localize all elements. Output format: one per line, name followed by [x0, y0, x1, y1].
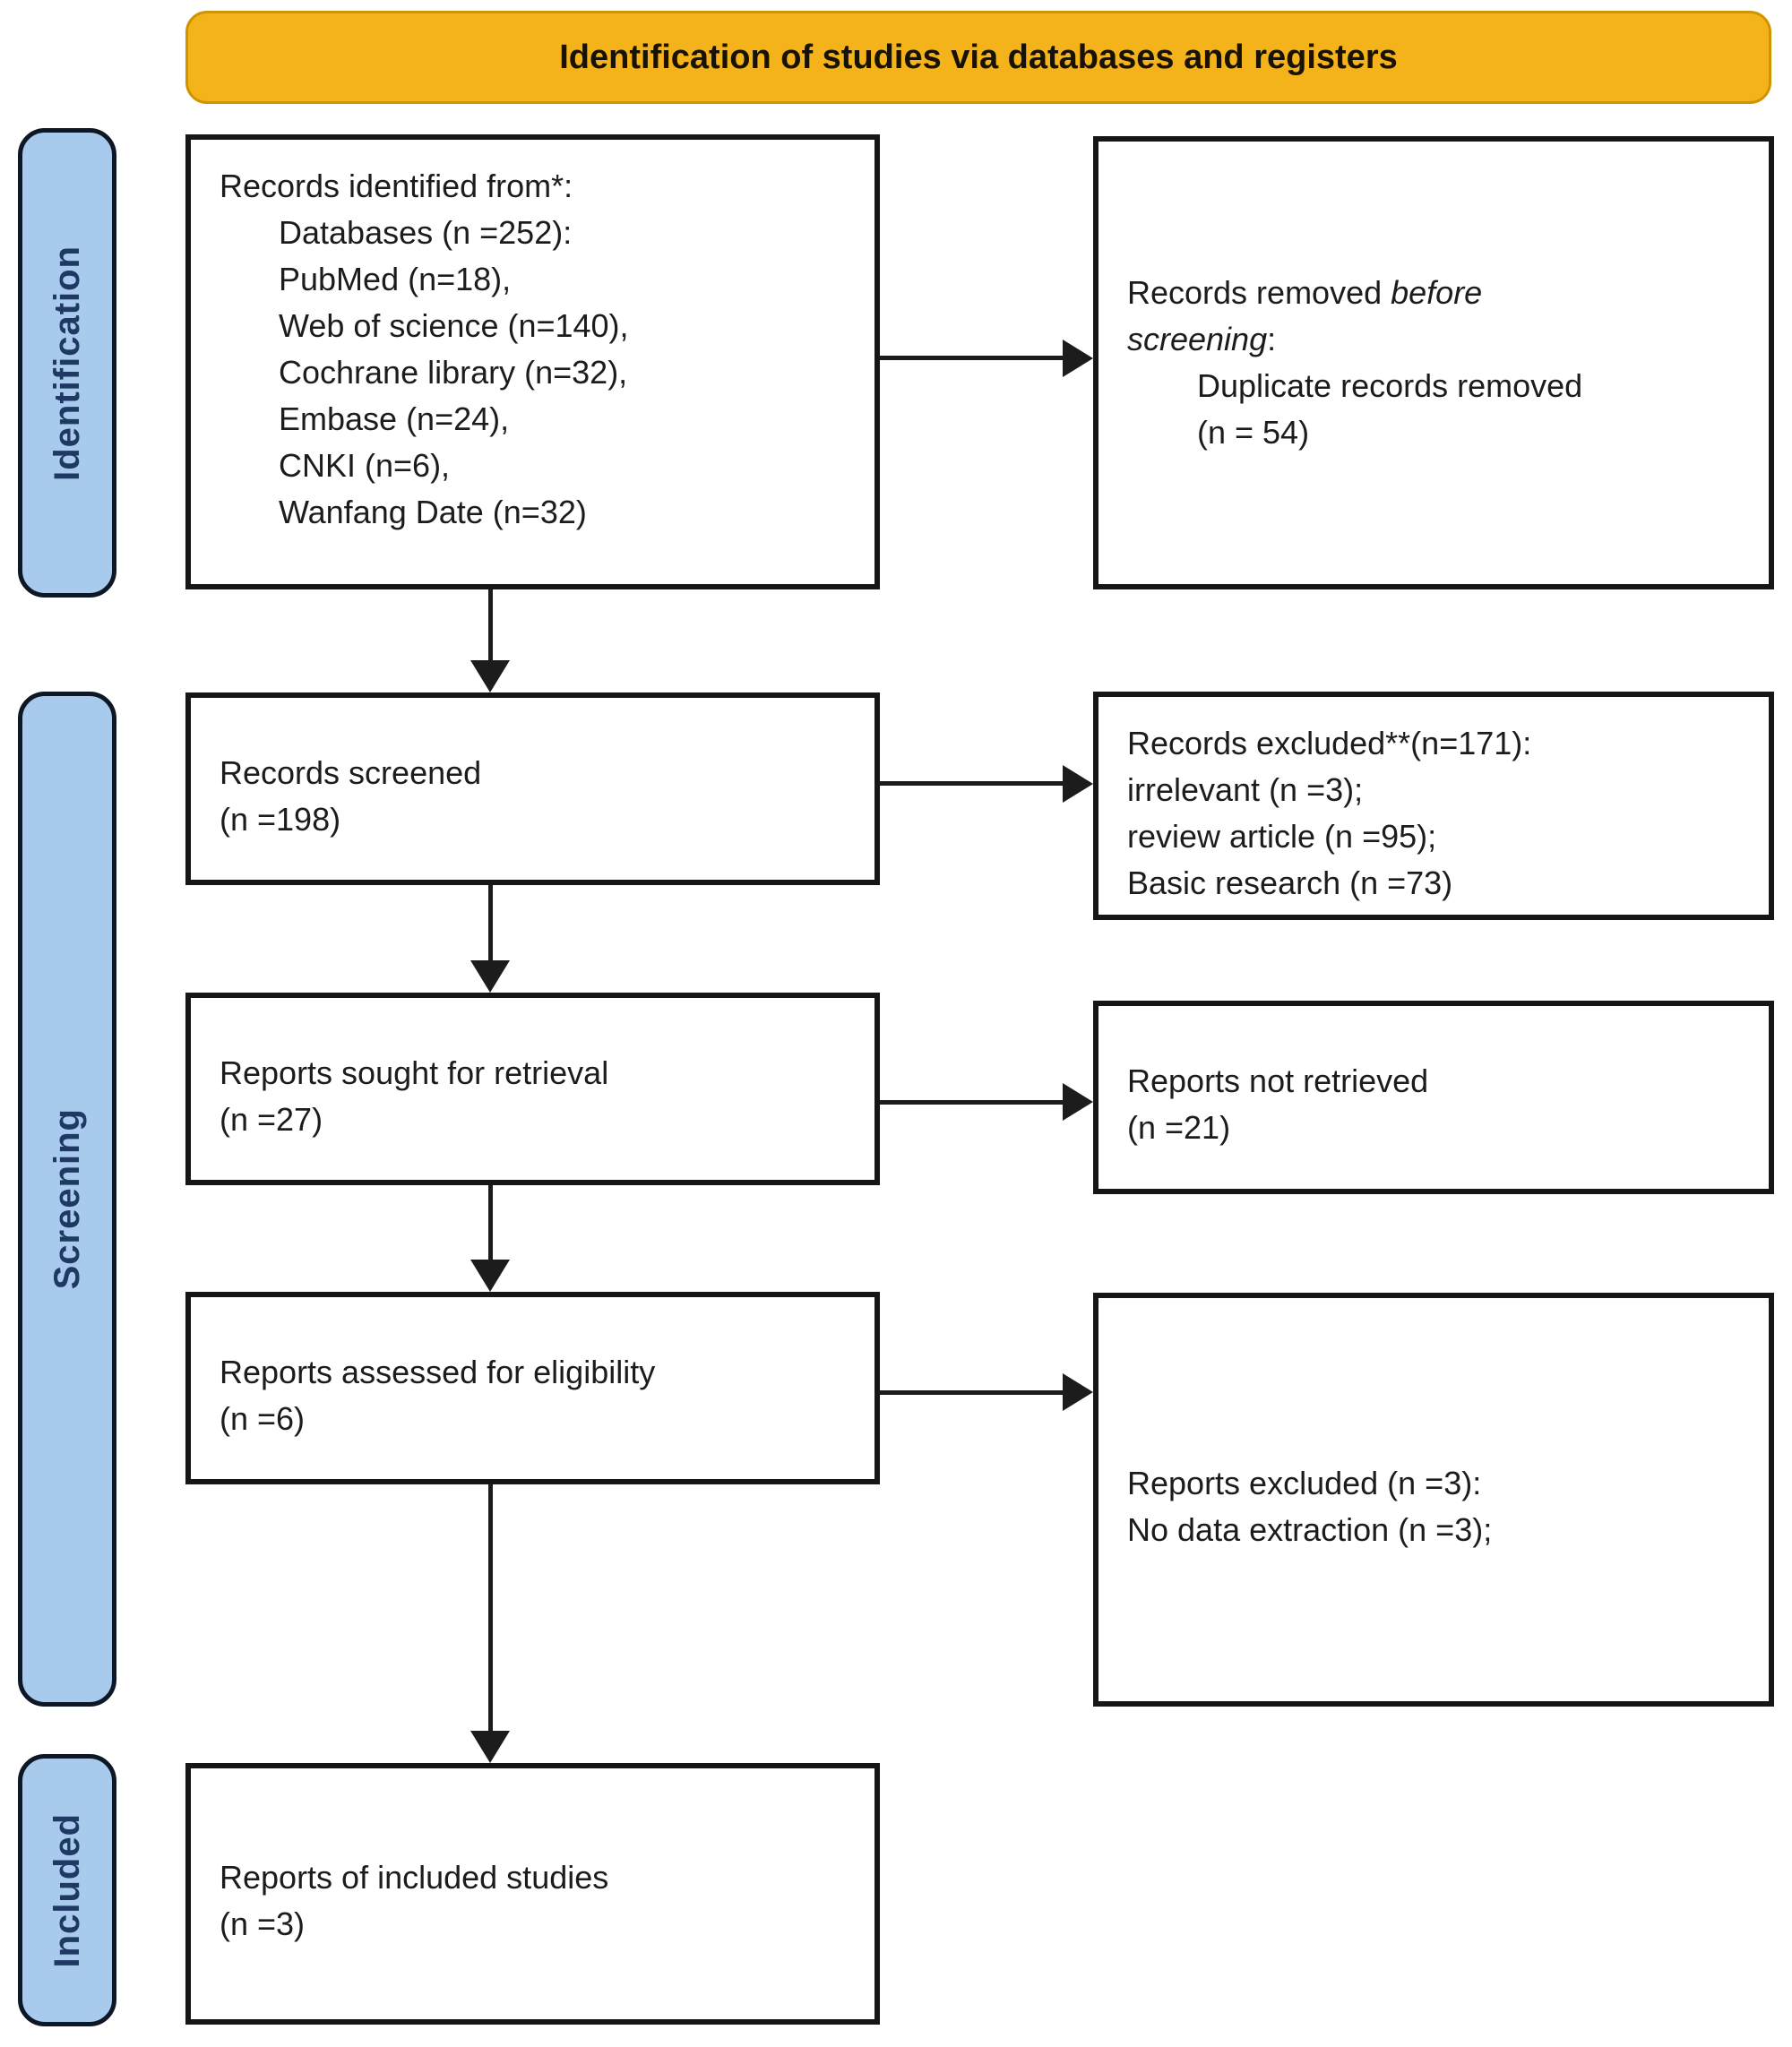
reports-excluded-line: No data extraction (n =3);	[1127, 1511, 1493, 1548]
stage-label-screening-text: Screening	[47, 1108, 87, 1290]
stage-label-included: Included	[18, 1754, 116, 2026]
records-screened-label: Records screened	[220, 753, 482, 791]
records-excluded-line: review article (n =95);	[1127, 817, 1437, 855]
reports-assessed-label: Reports assessed for eligibility	[220, 1353, 656, 1390]
reports-not-retrieved-count: (n =21)	[1127, 1109, 1231, 1146]
box-records-excluded: Records excluded**(n=171): irrelevant (n…	[1093, 692, 1774, 920]
records-identified-item: Cochrane library (n=32),	[279, 354, 628, 391]
records-removed-lead-italic: before screening	[1127, 274, 1483, 357]
records-identified-item: PubMed (n=18),	[279, 261, 512, 297]
box-reports-assessed: Reports assessed for eligibility (n =6)	[185, 1292, 880, 1484]
records-excluded-line: irrelevant (n =3);	[1127, 770, 1364, 808]
records-identified-item: Databases (n =252):	[279, 214, 573, 251]
diagram-title-banner: Identification of studies via databases …	[185, 11, 1771, 104]
records-removed-count: (n = 54)	[1197, 414, 1310, 451]
box-records-screened: Records screened (n =198)	[185, 692, 880, 885]
stage-label-included-text: Included	[47, 1812, 87, 1968]
records-screened-count: (n =198)	[220, 800, 341, 838]
records-removed-lead-normal: Records removed	[1127, 274, 1391, 311]
reports-excluded-line: Reports excluded (n =3):	[1127, 1465, 1482, 1501]
stage-label-identification-text: Identification	[47, 245, 87, 481]
records-removed-item: Duplicate records removed	[1197, 367, 1583, 404]
included-studies-label: Reports of included studies	[220, 1859, 609, 1896]
reports-sought-count: (n =27)	[220, 1100, 323, 1138]
reports-sought-label: Reports sought for retrieval	[220, 1054, 609, 1091]
records-removed-lead: Records removed before screening:	[1127, 270, 1629, 363]
records-identified-item: Wanfang Date (n=32)	[279, 494, 587, 530]
included-studies-count: (n =3)	[220, 1905, 306, 1942]
diagram-title: Identification of studies via databases …	[559, 38, 1398, 76]
records-excluded-line: Basic research (n =73)	[1127, 864, 1453, 901]
records-removed-lead-suffix: :	[1267, 321, 1277, 357]
box-records-identified: Records identified from*: Databases (n =…	[185, 134, 880, 589]
records-identified-item: Embase (n=24),	[279, 400, 510, 437]
records-excluded-line: Records excluded**(n=171):	[1127, 724, 1532, 761]
records-identified-title: Records identified from*:	[220, 168, 573, 204]
box-records-removed: Records removed before screening: Duplic…	[1093, 136, 1774, 589]
reports-not-retrieved-label: Reports not retrieved	[1127, 1062, 1429, 1099]
reports-assessed-count: (n =6)	[220, 1399, 306, 1437]
records-identified-item: CNKI (n=6),	[279, 447, 451, 484]
box-reports-not-retrieved: Reports not retrieved (n =21)	[1093, 1001, 1774, 1194]
records-identified-item: Web of science (n=140),	[279, 307, 629, 344]
stage-label-identification: Identification	[18, 128, 116, 598]
stage-label-screening: Screening	[18, 692, 116, 1707]
box-reports-sought: Reports sought for retrieval (n =27)	[185, 993, 880, 1185]
box-reports-excluded: Reports excluded (n =3): No data extract…	[1093, 1293, 1774, 1707]
box-included-studies: Reports of included studies (n =3)	[185, 1763, 880, 2025]
